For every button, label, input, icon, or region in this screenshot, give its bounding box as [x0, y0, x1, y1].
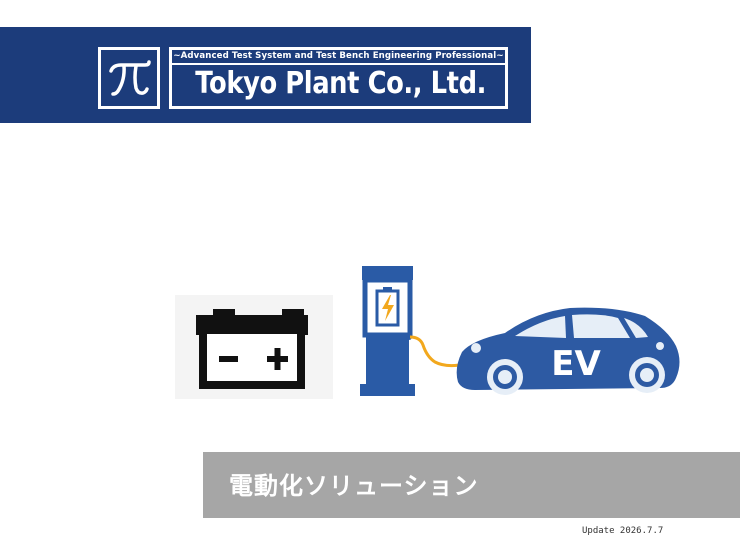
pi-logo-icon — [109, 60, 151, 96]
electric-car-icon: EV — [456, 307, 680, 395]
car-battery-icon — [175, 295, 333, 399]
tagline-divider — [172, 63, 505, 65]
company-name-box: ~Advanced Test System and Test Bench Eng… — [169, 47, 508, 109]
title-bar: 電動化ソリューション — [203, 452, 740, 518]
ev-charging-station-icon — [360, 266, 415, 396]
charging-cable-icon — [409, 335, 467, 368]
company-name: Tokyo Plant Co., Ltd. — [195, 66, 487, 101]
car-label: EV — [551, 344, 601, 384]
company-tagline: ~Advanced Test System and Test Bench Eng… — [173, 51, 504, 61]
company-logo — [98, 47, 160, 109]
update-date: Update 2026.7.7 — [582, 526, 664, 536]
page-title: 電動化ソリューション — [229, 472, 479, 500]
